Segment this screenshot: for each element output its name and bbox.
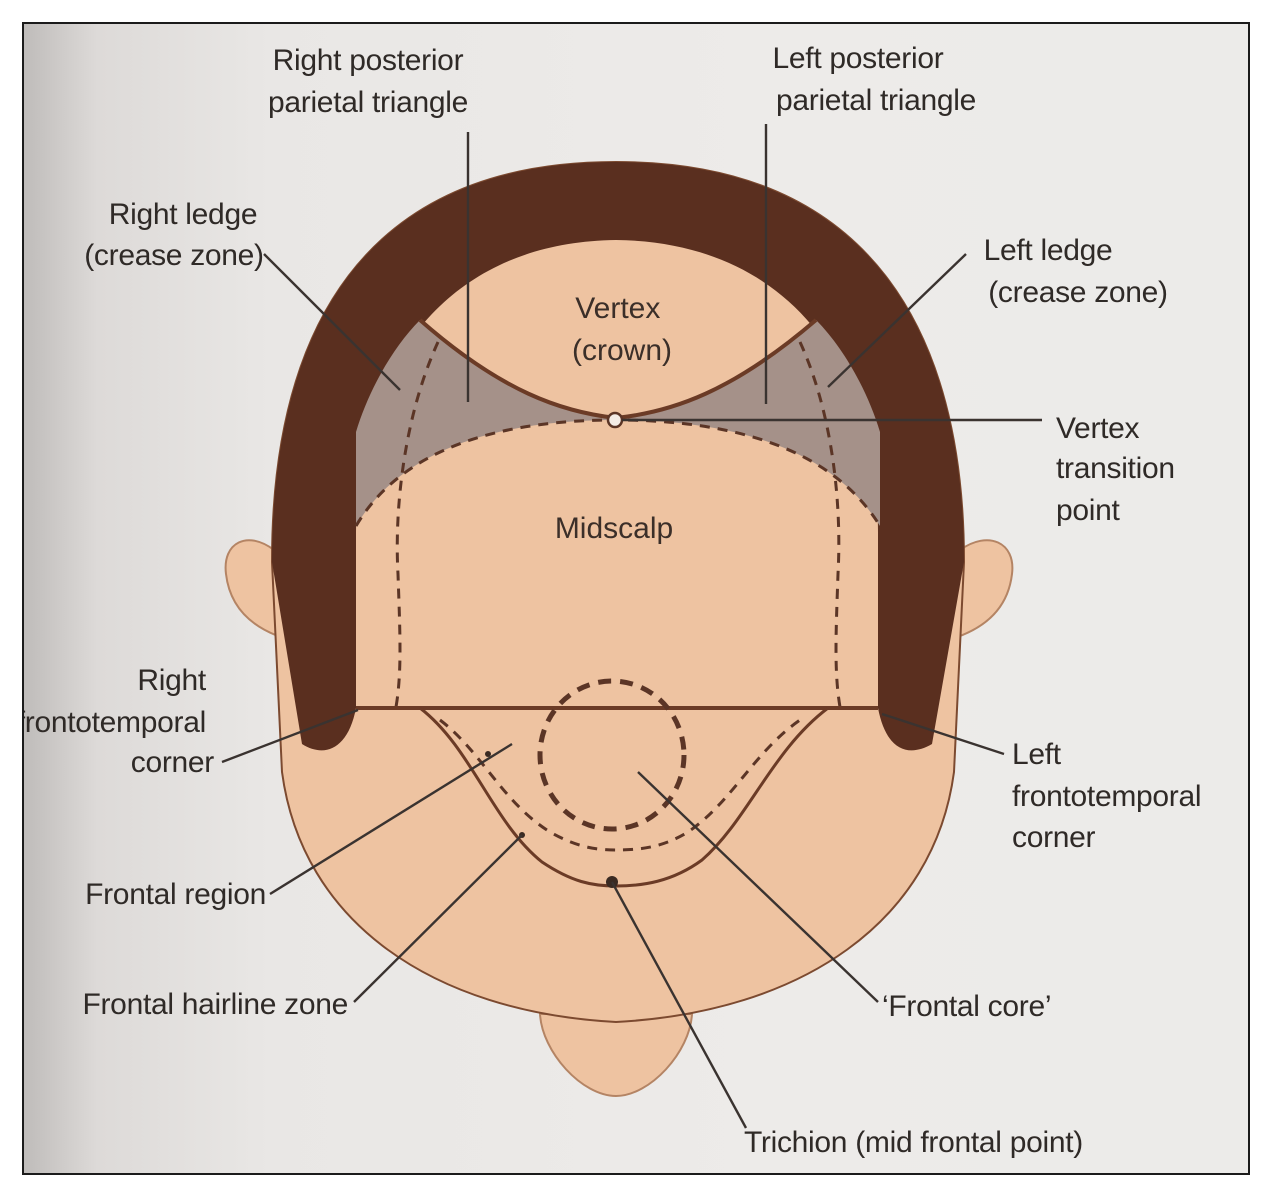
label-left-posterior-parietal-triangle: Left posterior parietal triangle <box>773 42 976 117</box>
leader-lines <box>221 124 1042 1129</box>
label-right-ledge: Right ledge (crease zone) <box>84 198 265 272</box>
frontal-hairline-dashed <box>439 718 801 852</box>
label-left-frontotemporal-corner: Left frontotemporal corner <box>1012 738 1209 854</box>
frontal-core-circle <box>537 678 687 832</box>
label-trichion: Trichion (mid frontal point) <box>744 1126 1083 1159</box>
leader-left-frontotemporal <box>881 712 1005 756</box>
label-vertex-transition-point: Vertex transition point <box>1056 412 1183 527</box>
label-vertex: Vertex (crown) <box>572 292 672 367</box>
leader-frontal-hairline <box>353 834 523 1003</box>
leader-right-frontotemporal <box>221 708 359 764</box>
left-ear <box>959 539 1014 638</box>
vertex-transition-marker <box>606 411 624 429</box>
right-ear <box>224 539 280 638</box>
leader-left-ledge <box>827 253 967 388</box>
frontal-region-marker <box>485 751 491 757</box>
hair-fringe <box>272 162 964 751</box>
right-triangle-dashed <box>394 341 440 708</box>
nose <box>538 1013 694 1098</box>
label-frontal-core: ‘Frontal core’ <box>882 990 1051 1023</box>
scalp-diagram: Right posterior parietal triangle Left p… <box>24 42 1209 1159</box>
scalp-zones-figure: Right posterior parietal triangle Left p… <box>22 22 1250 1175</box>
label-midscalp: Midscalp <box>555 512 673 545</box>
label-frontal-region: Frontal region <box>85 878 266 911</box>
label-right-frontotemporal-corner: Right frontotemporal corner <box>24 664 214 779</box>
left-triangle-dashed <box>798 341 842 708</box>
leader-right-ledge <box>263 253 401 391</box>
leader-frontal-region <box>269 742 513 896</box>
leader-trichion <box>610 881 748 1129</box>
leader-frontal-core <box>637 771 879 1003</box>
label-right-posterior-parietal-triangle: Right posterior parietal triangle <box>268 44 471 119</box>
label-left-ledge: Left ledge (crease zone) <box>984 234 1168 309</box>
label-frontal-hairline-zone: Frontal hairline zone <box>82 988 348 1021</box>
